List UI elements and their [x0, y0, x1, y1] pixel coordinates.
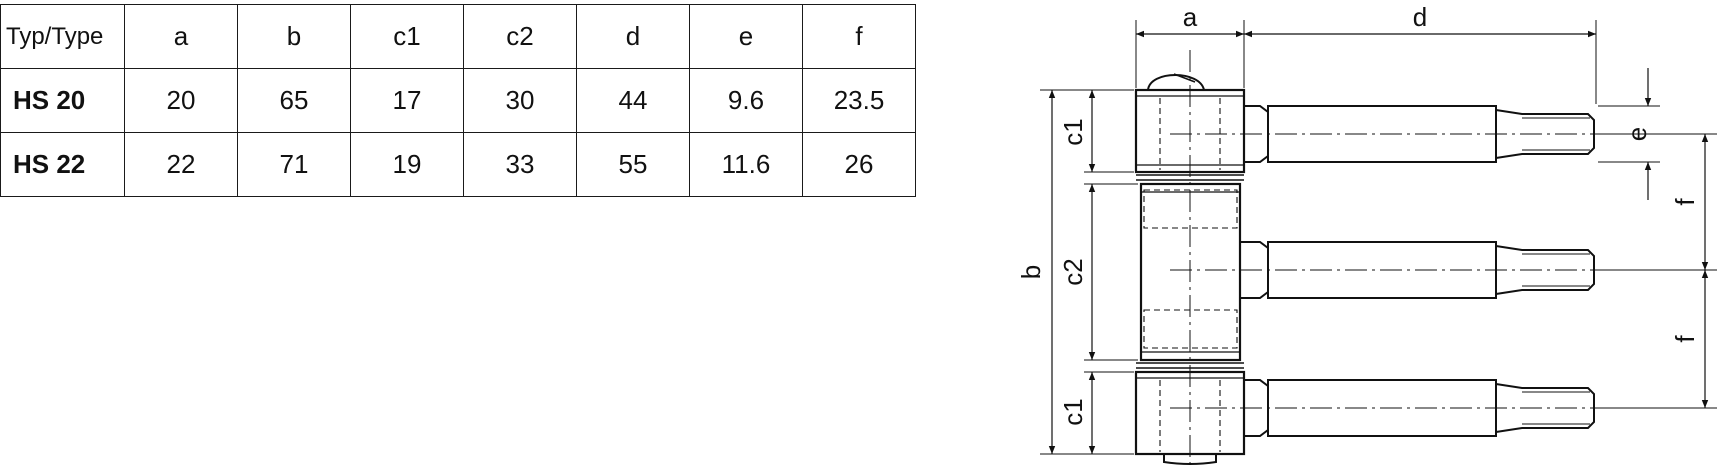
cell-c1: 17 — [350, 68, 464, 133]
header-type: Typ/Type — [0, 4, 125, 69]
dim-label-e: e — [1622, 127, 1652, 141]
horizontal-centerlines — [1170, 133, 1610, 409]
dim-label-f-bottom: f — [1670, 335, 1700, 343]
dim-label-c2: c2 — [1058, 258, 1088, 285]
dim-label-c1-top: c1 — [1058, 118, 1088, 145]
dim-label-f-top: f — [1670, 198, 1700, 206]
dim-label-c1-bottom: c1 — [1058, 398, 1088, 425]
table-header-row: Typ/Type a b c1 c2 d e f — [0, 4, 916, 69]
table-row: HS 22 22 71 19 33 55 11.6 26 — [0, 132, 916, 197]
dim-label-a: a — [1183, 2, 1198, 32]
cell-e: 11.6 — [689, 132, 803, 197]
cell-c2: 30 — [463, 68, 577, 133]
cell-b: 65 — [237, 68, 351, 133]
row-type-name: HS 20 — [0, 68, 125, 133]
dimension-lines — [1048, 30, 1709, 454]
cell-a: 20 — [124, 68, 238, 133]
cell-d: 55 — [576, 132, 690, 197]
cell-a: 22 — [124, 132, 238, 197]
header-d: d — [576, 4, 690, 69]
table-row: HS 20 20 65 17 30 44 9.6 23.5 — [0, 68, 916, 133]
dimensions-table: Typ/Type a b c1 c2 d e f HS 20 20 65 17 … — [0, 4, 916, 197]
header-a: a — [124, 4, 238, 69]
header-c2: c2 — [463, 4, 577, 69]
dim-label-d: d — [1413, 2, 1427, 32]
cell-c2: 33 — [463, 132, 577, 197]
cell-f: 23.5 — [802, 68, 916, 133]
dim-label-b: b — [1016, 265, 1046, 279]
row-type-name: HS 22 — [0, 132, 125, 197]
cell-c1: 19 — [350, 132, 464, 197]
cell-e: 9.6 — [689, 68, 803, 133]
cell-d: 44 — [576, 68, 690, 133]
cell-f: 26 — [802, 132, 916, 197]
cell-b: 71 — [237, 132, 351, 197]
